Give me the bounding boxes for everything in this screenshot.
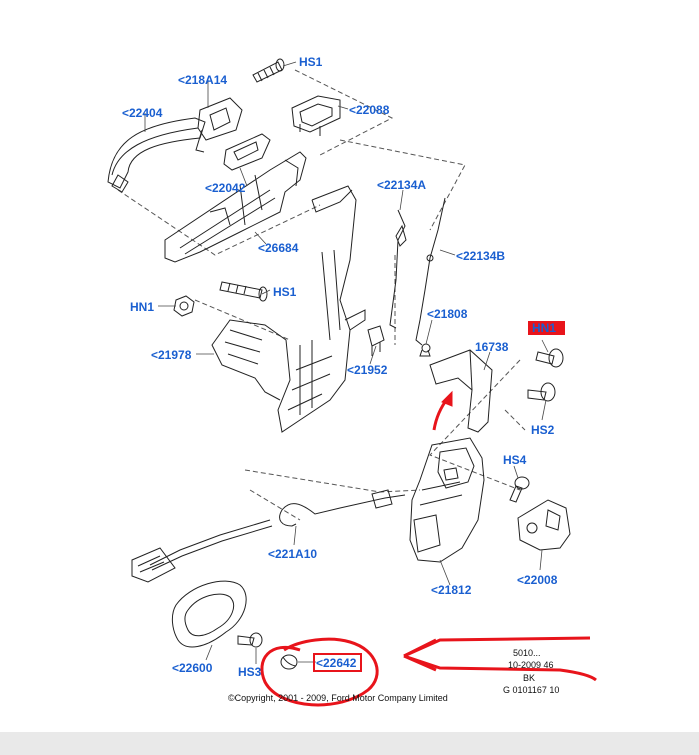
callout-22042: <22042 (205, 181, 246, 195)
ref-line-3: BK (523, 673, 536, 683)
red-box-22642 (313, 653, 362, 672)
screw-hs3 (237, 632, 263, 648)
callout-hn1-highlighted: HN1 (532, 321, 557, 335)
callout-16738: 16738 (475, 340, 509, 354)
screw-hs2 (527, 348, 564, 402)
screw-hs1-mid (219, 281, 268, 302)
callout-221a10: <221A10 (268, 547, 318, 561)
red-highlight-hn1 (528, 321, 565, 335)
screw-hs4 (509, 476, 530, 503)
callout-22134a: <22134A (377, 178, 427, 192)
part-22088-cover (291, 95, 341, 136)
callout-22134b: <22134B (456, 249, 506, 263)
callout-218a14: <218A14 (178, 73, 228, 87)
assembly-guide-lines (117, 69, 526, 521)
part-221a10-cable (131, 489, 406, 583)
callout-21978: <21978 (151, 348, 192, 362)
callout-22404: <22404 (122, 106, 163, 120)
callout-22642: <22642 (316, 656, 357, 670)
callout-hs1-top: HS1 (299, 55, 323, 69)
part-16738-shield (429, 349, 493, 433)
callout-22600: <22600 (172, 661, 213, 675)
callout-21808: <21808 (427, 307, 468, 321)
part-21808-clip (419, 343, 431, 357)
callout-hs4: HS4 (503, 453, 527, 467)
part-21978-carrier (211, 185, 366, 433)
part-22134a-rod (389, 209, 407, 329)
copyright-notice: ©Copyright, 2001 - 2009, Ford Motor Comp… (228, 693, 448, 703)
part-21952-clip (367, 325, 385, 356)
ref-line-1: 5010... (513, 648, 541, 658)
callout-26684: <26684 (258, 241, 299, 255)
callout-21812: <21812 (431, 583, 472, 597)
bottom-bar (0, 732, 699, 755)
callout-hs2: HS2 (531, 423, 555, 437)
part-218a14-bracket (195, 97, 243, 153)
callout-hs1-mid: HS1 (273, 285, 297, 299)
part-22642-cap (280, 654, 298, 670)
part-22134b-rod (415, 197, 446, 346)
exploded-parts-diagram (107, 58, 597, 707)
ref-line-2: 10-2009 46 (508, 660, 554, 670)
part-22008-striker (517, 499, 571, 551)
part-26684-handle-frame (164, 151, 307, 263)
callout-22008: <22008 (517, 573, 558, 587)
callout-21952: <21952 (347, 363, 388, 377)
callout-hs3: HS3 (238, 665, 262, 679)
screw-hs1-top (252, 58, 285, 83)
part-22042-gasket (223, 133, 271, 171)
callout-hn1: HN1 (130, 300, 155, 314)
callout-22088: <22088 (349, 103, 390, 117)
part-22600-inner-handle (171, 580, 247, 648)
part-21812-latch (409, 437, 485, 563)
ref-line-4: G 0101167 10 (503, 685, 560, 695)
nut-hn1 (173, 295, 195, 317)
red-annotation (260, 636, 597, 707)
part-22404-outer-handle (107, 117, 206, 193)
leader-lines (144, 61, 549, 664)
